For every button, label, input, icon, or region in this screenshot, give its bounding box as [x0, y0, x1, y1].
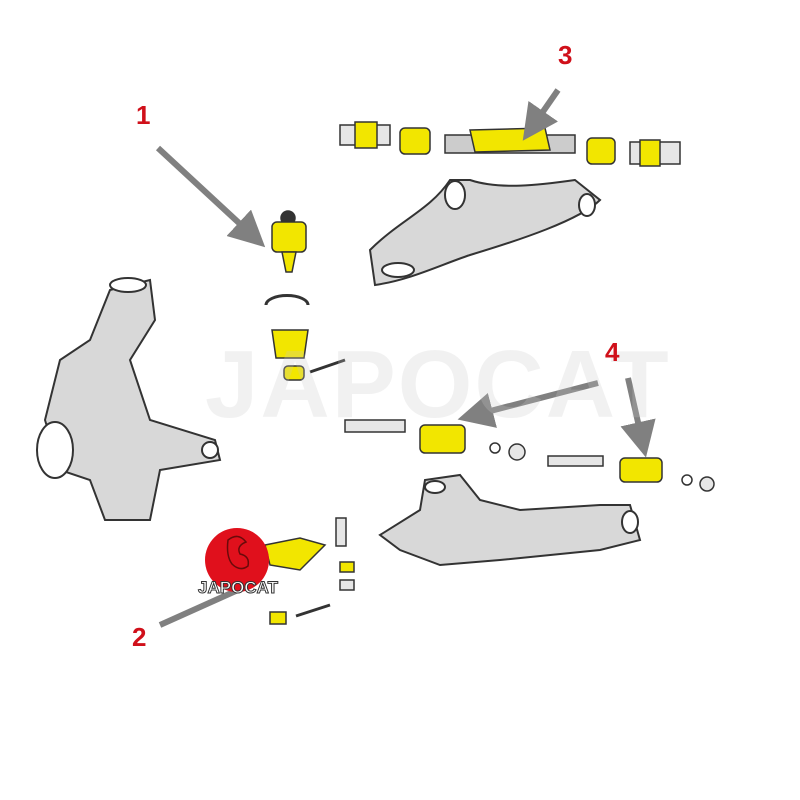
arrow-4b [620, 377, 656, 458]
arrow-3 [522, 88, 561, 141]
callout-3: 3 [558, 40, 573, 70]
japocat-logo [205, 528, 269, 592]
lower-ball-joint [264, 517, 355, 625]
arrow-2 [158, 587, 240, 628]
upper-control-arm [368, 178, 602, 287]
arrow-4a [457, 380, 599, 428]
arrow-1 [155, 145, 266, 248]
watermark: JAPOCAT [205, 331, 671, 438]
callout-arrows [155, 88, 656, 628]
callout-1: 1 [136, 100, 151, 130]
logo-text: JAPOCAT [198, 578, 279, 598]
callout-2: 2 [132, 622, 147, 652]
upper-arm-shaft [339, 121, 681, 167]
lower-arm-bushings [344, 419, 715, 492]
steering-knuckle [36, 277, 222, 521]
lower-control-arm [378, 473, 642, 567]
logo-cat-figure [226, 535, 250, 570]
callout-4: 4 [605, 337, 620, 367]
upper-ball-joint [264, 210, 346, 381]
